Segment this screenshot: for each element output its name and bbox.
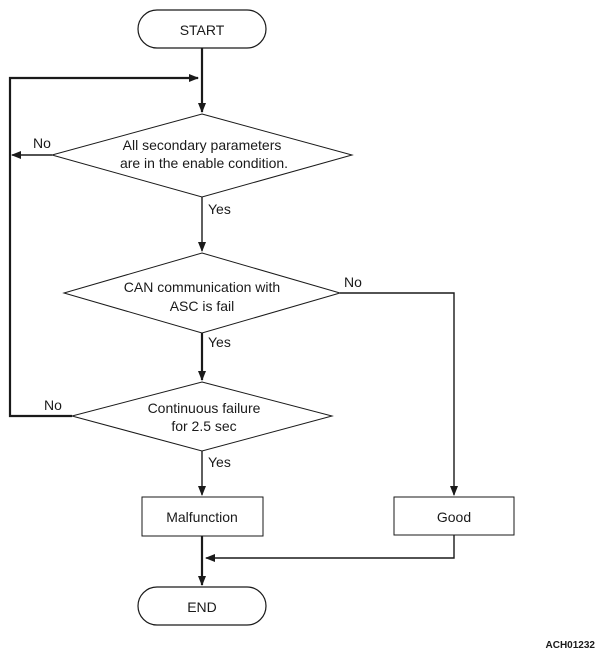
decision-can-line-1: CAN communication with [124,279,280,295]
edge-label-can-no: No [344,274,362,290]
malfunction-box: Malfunction [141,496,264,537]
good-box: Good [393,496,515,536]
edge-label-secondary-yes: Yes [208,201,231,217]
decision-can-communication: CAN communication with ASC is fail [62,252,342,334]
decision-continuous-line-1: Continuous failure [148,400,261,416]
malfunction-label: Malfunction [166,509,238,525]
figure-id: ACH01232 [546,640,596,651]
edge-label-continuous-no: No [44,397,62,413]
edge-continuous-no-loop [8,74,199,418]
decision-secondary-line-1: All secondary parameters [123,137,282,153]
decision-secondary-parameters: All secondary parameters are in the enab… [50,113,354,198]
decision-continuous-failure: Continuous failure for 2.5 sec [70,381,334,452]
edge-can-no [340,292,458,496]
good-label: Good [437,509,471,525]
decision-can-line-2: ASC is fail [170,298,235,314]
decision-continuous-line-2: for 2.5 sec [171,418,236,434]
end-terminal: END [137,586,267,626]
decision-secondary-line-2: are in the enable condition. [120,155,288,171]
edge-label-can-yes: Yes [208,334,231,350]
edge-label-continuous-yes: Yes [208,454,231,470]
start-label: START [180,22,225,38]
edge-label-secondary-no: No [33,135,51,151]
edge-good-to-end [205,535,455,562]
end-label: END [187,599,217,615]
start-terminal: START [137,9,267,49]
